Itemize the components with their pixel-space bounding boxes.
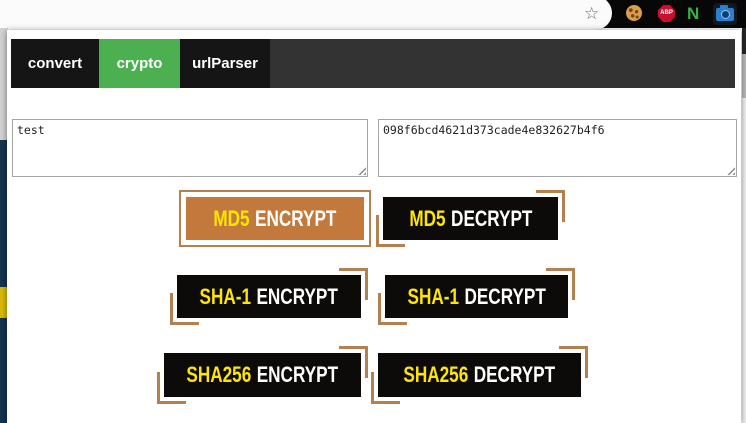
adblock-abp-icon[interactable]: ABP	[658, 5, 675, 22]
browser-toolbar: ☆ ABP N	[0, 0, 746, 30]
extension-popup: convert crypto urlParser test 098f6bcd46…	[7, 30, 741, 423]
action-text: ENCRYPT	[256, 362, 339, 387]
action-text: DECRYPT	[464, 283, 546, 309]
tab-convert[interactable]: convert	[11, 39, 99, 88]
page-background-gold	[0, 287, 8, 318]
tab-urlparser[interactable]: urlParser	[180, 39, 270, 88]
page-background-dark	[742, 28, 746, 54]
hash-output[interactable]: 098f6bcd4621d373cade4e832627b4f6	[378, 119, 737, 177]
action-text: DECRYPT	[450, 205, 533, 231]
n-extension-icon[interactable]: N	[687, 4, 700, 23]
page-background-mid	[742, 54, 746, 98]
action-text: ENCRYPT	[256, 283, 339, 309]
camera-extension-icon[interactable]	[713, 3, 737, 25]
bookmark-star-icon[interactable]: ☆	[584, 4, 600, 23]
action-text: DECRYPT	[473, 362, 556, 387]
plaintext-input-box: test	[12, 119, 368, 177]
page-background-right	[742, 28, 746, 423]
cookie-extension-icon[interactable]	[626, 5, 642, 21]
algo-text: SHA256	[403, 362, 469, 387]
algo-text: MD5	[213, 205, 250, 231]
tab-crypto[interactable]: crypto	[99, 39, 180, 88]
camera-icon	[716, 5, 734, 21]
address-bar[interactable]	[0, 0, 612, 30]
page-background-left	[0, 28, 8, 423]
algo-text: MD5	[408, 205, 446, 231]
tab-bar: convert crypto urlParser	[11, 39, 735, 88]
algo-text: SHA-1	[199, 283, 252, 309]
plaintext-input[interactable]: test	[12, 119, 368, 177]
page-background-navy	[0, 140, 8, 423]
action-text: ENCRYPT	[255, 205, 337, 231]
algo-text: SHA-1	[407, 283, 459, 309]
algo-text: SHA256	[186, 362, 252, 387]
hash-output-box: 098f6bcd4621d373cade4e832627b4f6	[378, 119, 737, 177]
